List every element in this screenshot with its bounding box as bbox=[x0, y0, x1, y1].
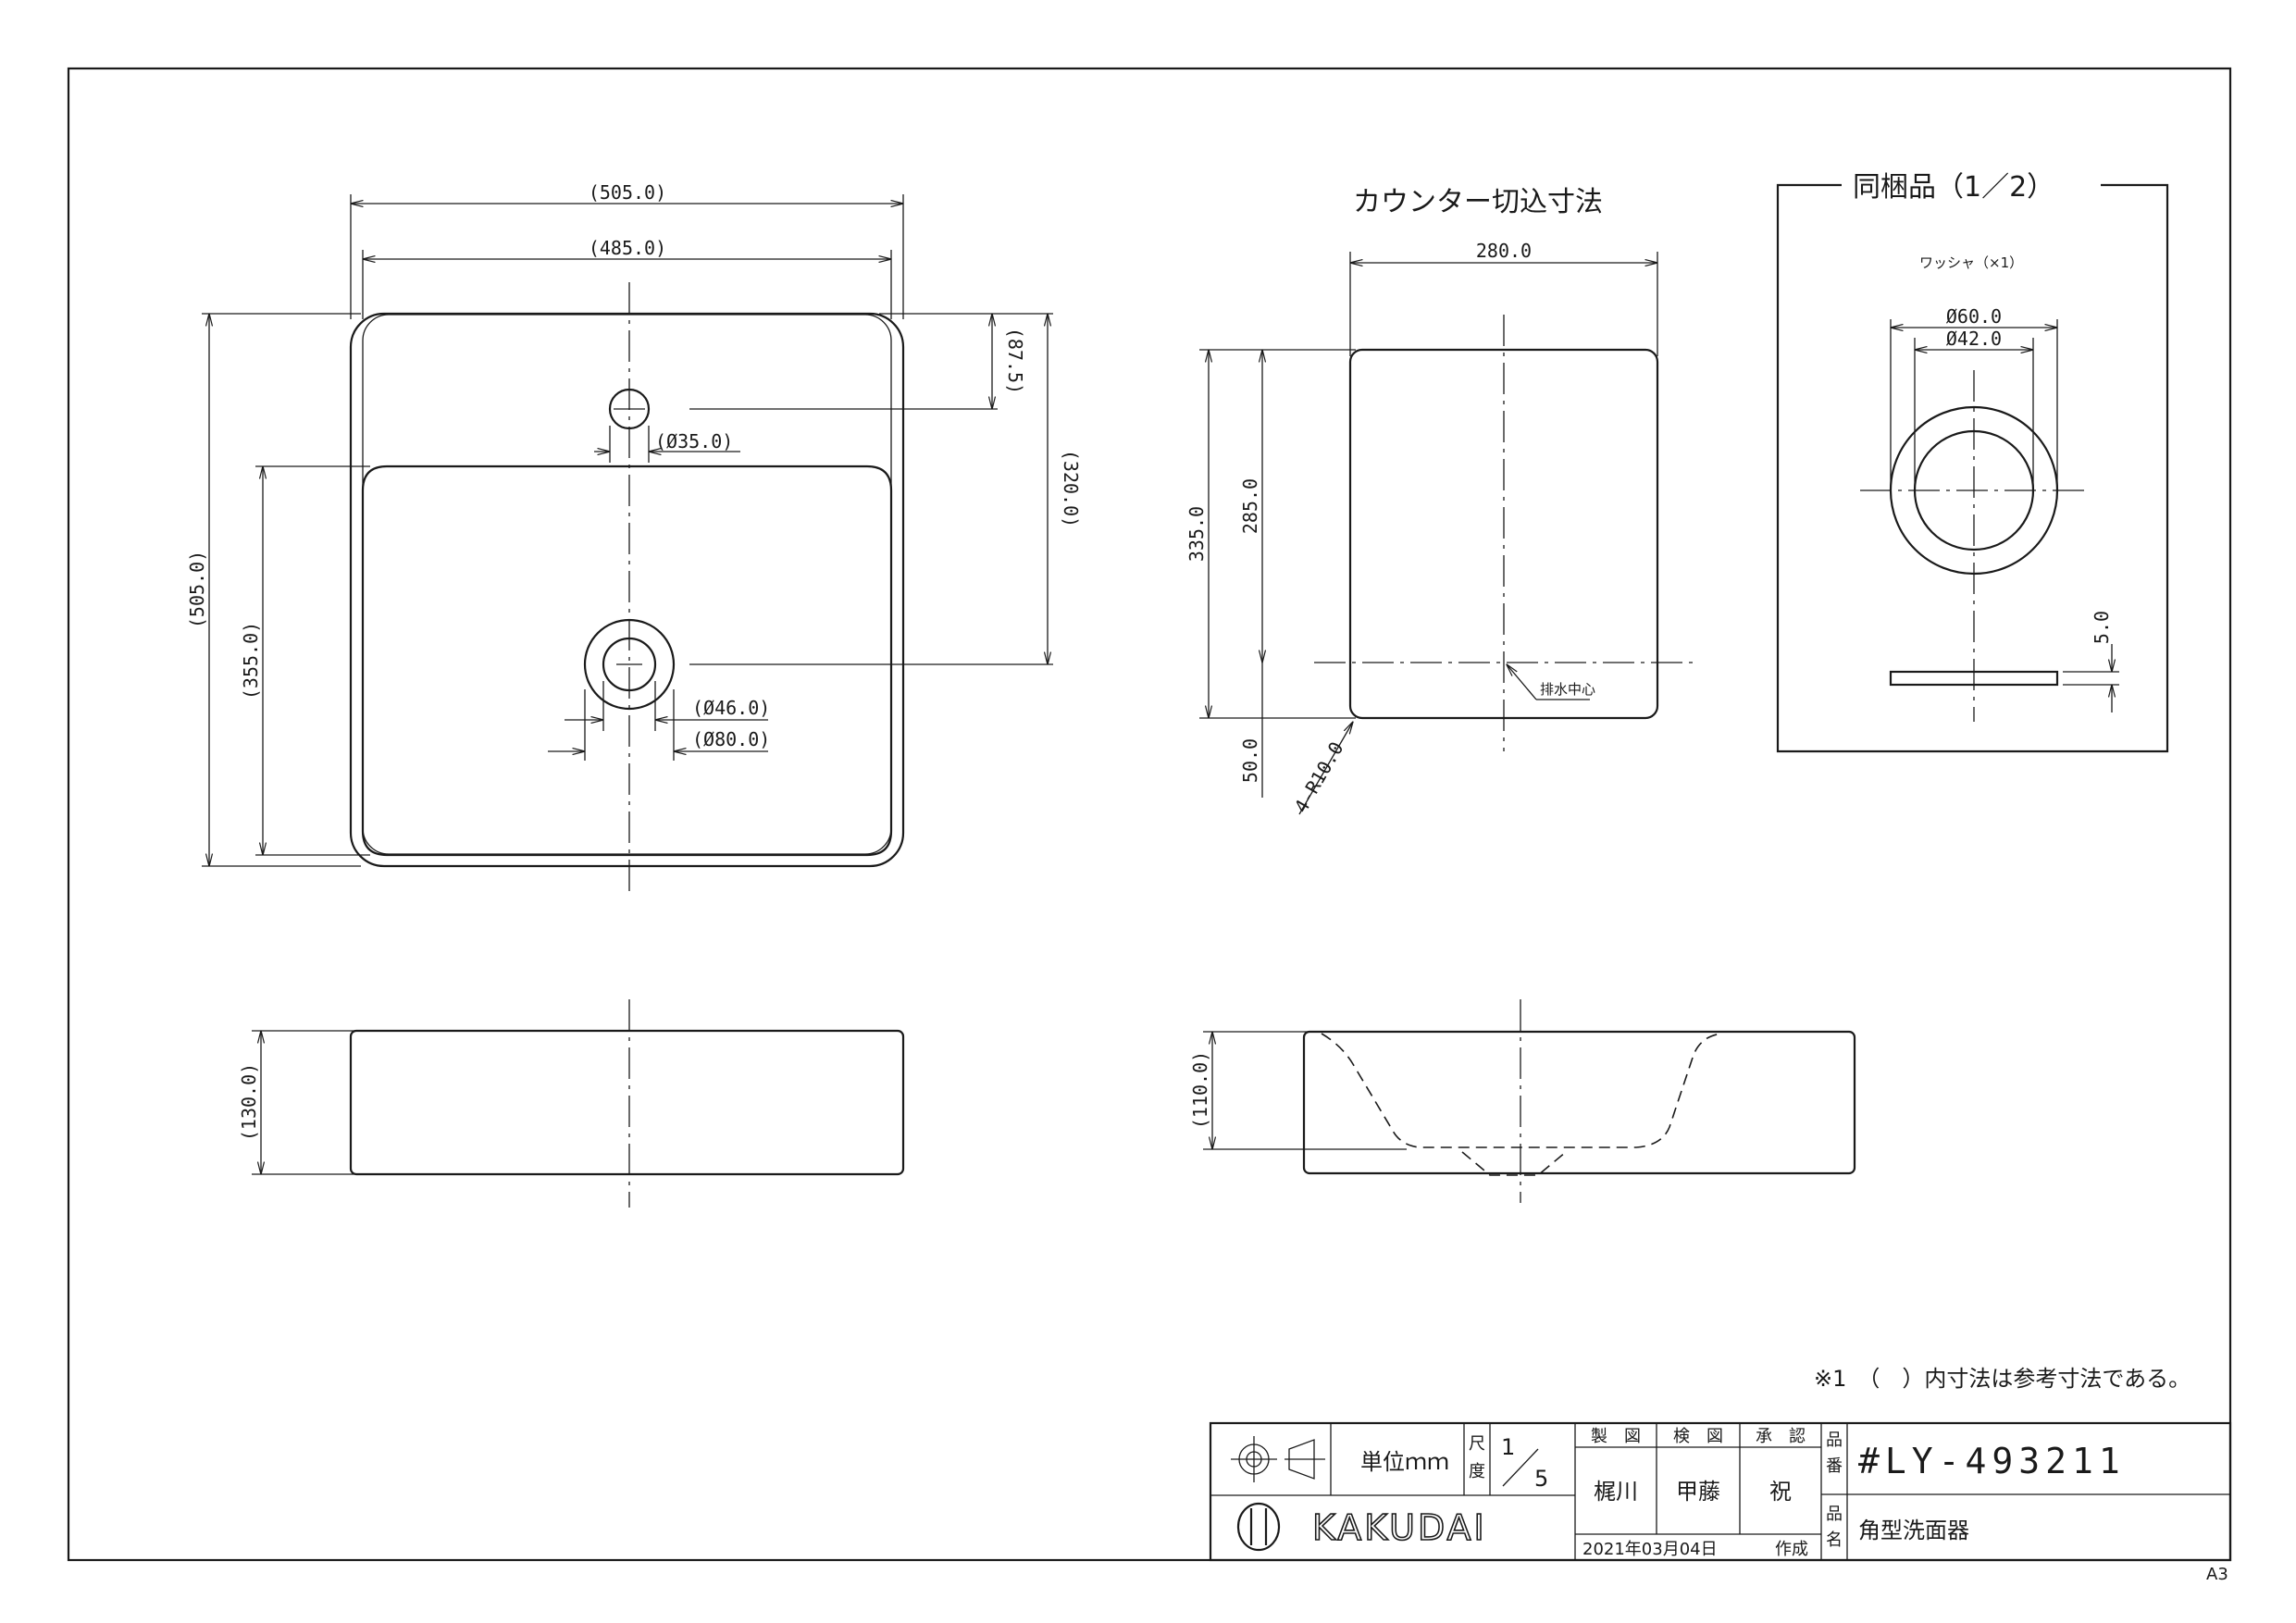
sheet-size-label: A3 bbox=[2206, 1565, 2228, 1584]
scale-denominator: 5 bbox=[1534, 1466, 1548, 1492]
creation-date: 2021年03月04日 bbox=[1582, 1540, 1718, 1559]
accessory-frame bbox=[1776, 183, 2169, 753]
dim-tap-offset: (87.5) bbox=[1004, 328, 1026, 394]
scale-label-top: 尺 bbox=[1469, 1434, 1485, 1454]
basin-outline bbox=[349, 312, 905, 868]
projection-symbol-icon bbox=[1231, 1436, 1325, 1482]
dim-washer-inner: Ø42.0 bbox=[1946, 328, 2002, 350]
bowl-outline bbox=[361, 465, 893, 857]
dim-outer-width: (505.0) bbox=[589, 181, 666, 204]
dim-cutout-width: 280.0 bbox=[1476, 240, 1532, 262]
accessory-box: 同梱品（1／2） ワッシャ（×1） Ø60.0 Ø42.0 5.0 bbox=[1776, 171, 2169, 753]
svg-text:品: 品 bbox=[1826, 1505, 1843, 1524]
part-number: #LY-493211 bbox=[1858, 1441, 2126, 1481]
title-block: 単位ｍｍ 尺 度 1 5 製 図 検 図 承 認 梶川 甲藤 祝 2021年03… bbox=[1209, 1421, 2232, 1562]
scale-numerator: 1 bbox=[1501, 1434, 1515, 1460]
name-drawn: 梶川 bbox=[1594, 1479, 1638, 1505]
role-approved: 承 認 bbox=[1756, 1427, 1806, 1446]
scale-label-bottom: 度 bbox=[1469, 1462, 1485, 1481]
dim-section-depth: (110.0) bbox=[1189, 1051, 1211, 1129]
dim-washer-outer: Ø60.0 bbox=[1946, 305, 2002, 328]
dim-back-offset: 50.0 bbox=[1239, 738, 1261, 783]
basin-section-outline bbox=[1302, 1030, 1856, 1175]
svg-text:名: 名 bbox=[1826, 1530, 1843, 1550]
svg-text:番: 番 bbox=[1826, 1456, 1843, 1476]
dim-drain-offset: (320.0) bbox=[1060, 450, 1082, 527]
washer-side bbox=[1889, 670, 2059, 687]
front-view: (130.0) bbox=[238, 999, 905, 1208]
brand-name: KAKUDAI bbox=[1312, 1507, 1487, 1548]
deck-inner-outline bbox=[362, 314, 892, 855]
role-checked: 検 図 bbox=[1673, 1427, 1723, 1446]
dim-cutout-depth: 335.0 bbox=[1185, 506, 1208, 562]
dim-drain-outer: (Ø80.0) bbox=[692, 728, 770, 750]
section-view: (110.0) bbox=[1189, 999, 1856, 1203]
drain-center-label: 排水中心 bbox=[1540, 681, 1595, 698]
name-checked: 甲藤 bbox=[1676, 1479, 1720, 1505]
dim-front-height: (130.0) bbox=[238, 1063, 260, 1141]
created-label: 作成 bbox=[1775, 1540, 1808, 1559]
dim-washer-thickness: 5.0 bbox=[2091, 611, 2113, 644]
dim-drain-position: 285.0 bbox=[1239, 478, 1261, 534]
dim-drain-inner: (Ø46.0) bbox=[692, 697, 770, 719]
top-view: (505.0) (485.0) (87.5) (320.0) (505.0) (… bbox=[186, 181, 1082, 898]
dim-inner-width: (485.0) bbox=[589, 237, 666, 259]
dim-inner-depth: (355.0) bbox=[240, 622, 262, 700]
dim-corner-radius: 4-R10.0 bbox=[1290, 737, 1348, 816]
dim-outer-depth: (505.0) bbox=[186, 551, 208, 628]
role-drawn: 製 図 bbox=[1591, 1427, 1641, 1446]
basin-front-outline bbox=[349, 1029, 905, 1176]
bowl-hidden-line bbox=[1321, 1033, 1722, 1148]
drawing-frame bbox=[67, 67, 2232, 1562]
name-approved: 祝 bbox=[1769, 1479, 1792, 1505]
kakudai-logo-icon: KAKUDAI bbox=[1236, 1502, 1487, 1552]
dim-tap-hole: (Ø35.0) bbox=[655, 430, 733, 452]
reference-note: ※1 （ ）内寸法は参考寸法である。 bbox=[1814, 1366, 2191, 1392]
accessory-title: 同梱品（1／2） bbox=[1853, 171, 2054, 204]
accessory-item: ワッシャ（×1） bbox=[1919, 254, 2023, 271]
svg-text:品: 品 bbox=[1826, 1431, 1843, 1450]
counter-cutout-title: カウンター切込寸法 bbox=[1353, 186, 1603, 218]
part-name: 角型洗面器 bbox=[1858, 1518, 1969, 1543]
unit-label: 単位ｍｍ bbox=[1360, 1449, 1449, 1475]
counter-cutout-view: カウンター切込寸法 280.0 335.0 285.0 50.0 4-R10.0… bbox=[1185, 186, 1694, 817]
